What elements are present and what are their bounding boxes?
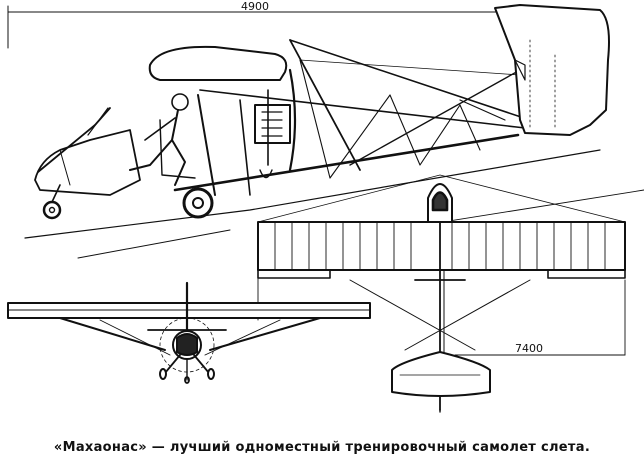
front-view (7, 281, 371, 384)
side-view (7, 4, 644, 259)
span-dimension-label: 7400 (515, 342, 543, 355)
figure-caption: «Махаонас» — лучший одноместный трениров… (53, 440, 591, 455)
length-dimension-label: 4900 (241, 0, 269, 13)
top-view (257, 174, 626, 413)
